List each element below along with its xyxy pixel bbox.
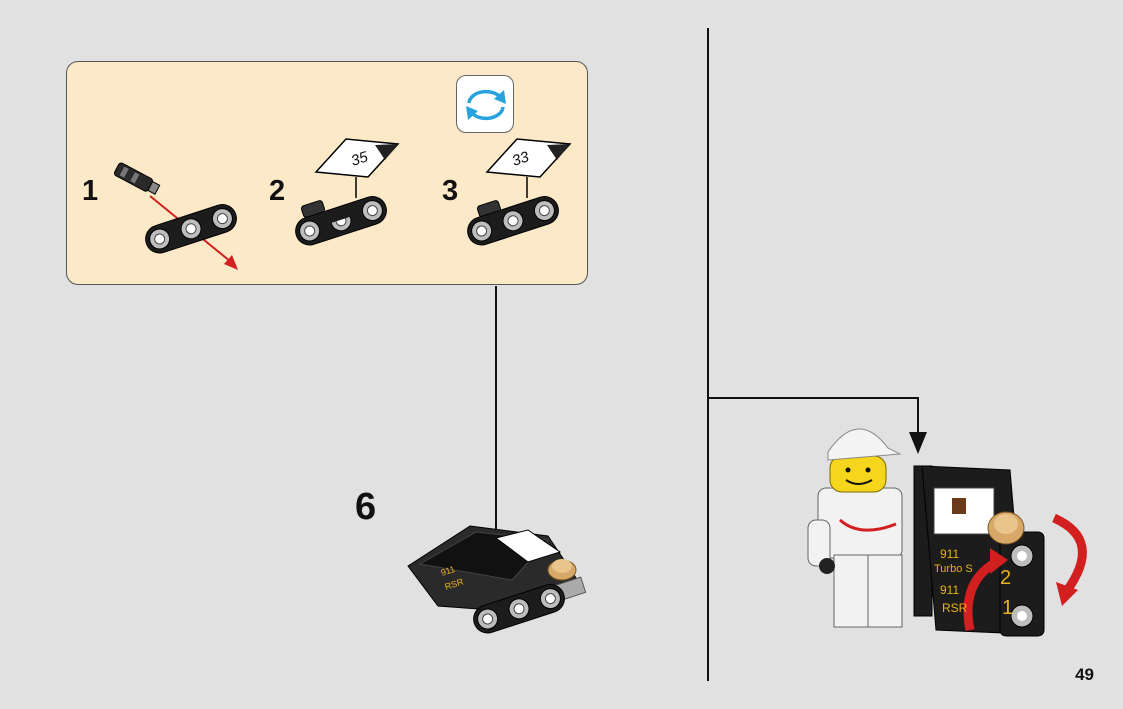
- pit-board-minifigure-illustration: [807, 428, 1087, 637]
- pit-board-line-3: 911: [940, 583, 959, 597]
- page-number: 49: [1075, 665, 1094, 684]
- substep-3-tile-label: 33: [510, 148, 532, 170]
- substep-1-illustration: [113, 162, 241, 270]
- substep-3-illustration: [463, 138, 572, 250]
- arrow-icon: [1056, 582, 1078, 606]
- pit-board-line-2: Turbo S: [934, 563, 973, 575]
- pit-board-digit-b: 1: [1002, 597, 1013, 619]
- main-step-number: 6: [355, 486, 377, 528]
- pit-board-line-4: RSR: [942, 601, 968, 615]
- substep-3-number: 3: [442, 175, 459, 207]
- callout-line-pit-board: [708, 397, 919, 440]
- substep-2-number: 2: [269, 175, 286, 207]
- arrow-icon: [990, 548, 1008, 574]
- rotate-model-icon: [456, 75, 514, 133]
- substep-2-tile-label: 35: [349, 148, 371, 170]
- pit-board-digit-a: 2: [1000, 567, 1011, 589]
- substep-2-illustration: [291, 138, 400, 250]
- arrow-icon: [224, 255, 238, 270]
- arrow-icon: [909, 432, 927, 454]
- pit-board-line-1: 911: [940, 547, 959, 561]
- svg-text:911: 911: [440, 564, 457, 578]
- rotate-icon: [466, 89, 506, 121]
- main-step-assembly-illustration: 911 RSR: [407, 525, 587, 638]
- substep-1-number: 1: [82, 175, 99, 207]
